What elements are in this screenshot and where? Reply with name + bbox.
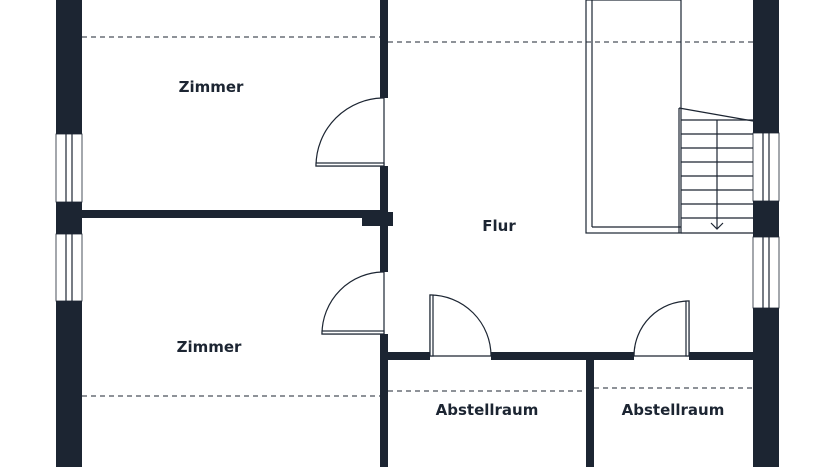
left-exterior-wall-top: [56, 0, 82, 134]
zimmer-flur-wall-bottom: [380, 334, 388, 467]
label-zimmer-bottom: Zimmer: [177, 338, 242, 356]
label-flur: Flur: [482, 217, 516, 235]
door-zimmer-top: [315, 97, 385, 167]
zimmer-flur-wall-top: [380, 0, 388, 98]
room-labels: Zimmer Zimmer Flur Abstellraum Abstellra…: [177, 78, 725, 419]
window-left-upper: [55, 133, 83, 203]
right-exterior-wall-middle: [753, 201, 779, 237]
window-right-lower: [752, 236, 780, 309]
right-exterior-wall-bottom: [753, 308, 779, 467]
doors: [315, 97, 690, 357]
window-left-lower: [55, 233, 83, 302]
door-abstellraum-right: [633, 300, 690, 357]
storage-wall-left: [388, 352, 430, 360]
window-right-upper: [752, 132, 780, 202]
left-exterior-wall-middle: [56, 202, 82, 234]
wall-junction: [362, 212, 393, 226]
storage-divider-wall: [586, 352, 594, 467]
label-zimmer-top: Zimmer: [179, 78, 244, 96]
label-abstellraum-right: Abstellraum: [622, 401, 725, 419]
stair-opening: [585, 0, 682, 234]
door-abstellraum-left: [429, 294, 492, 357]
staircase: [585, 0, 754, 234]
right-exterior-wall-top: [753, 0, 779, 133]
left-exterior-wall-bottom: [56, 301, 82, 467]
exterior-walls: [56, 0, 779, 467]
storage-wall-right: [689, 352, 753, 360]
label-abstellraum-left: Abstellraum: [436, 401, 539, 419]
stair-arrow-icon: [710, 222, 724, 230]
storage-wall-middle: [491, 352, 634, 360]
zimmer-divider-wall: [82, 210, 386, 218]
windows: [55, 132, 780, 309]
roof-slope-lines: [82, 36, 753, 397]
door-zimmer-bottom: [321, 271, 385, 335]
interior-walls: [82, 0, 753, 467]
